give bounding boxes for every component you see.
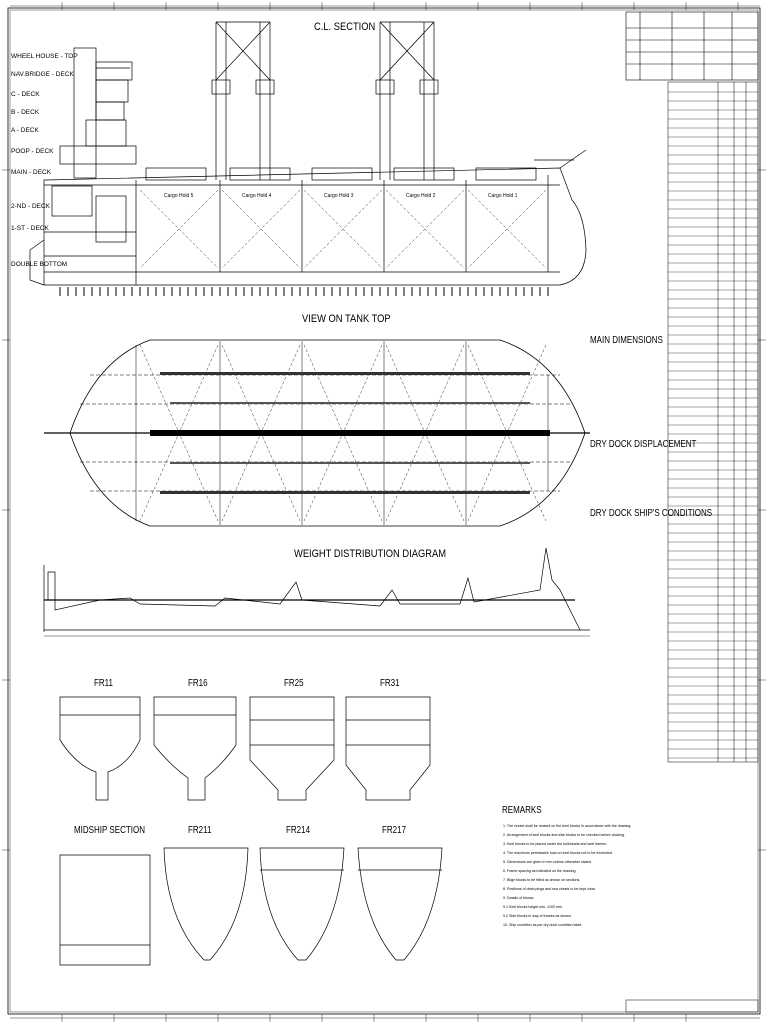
remark-line: 6. Frame spacing as indicated on the dra… [503, 869, 577, 873]
tank-top-title: VIEW ON TANK TOP [302, 313, 391, 325]
cargo-hold-1-label: Cargo Hold 1 [488, 193, 518, 199]
side-ruler-ticks [2, 169, 766, 851]
cl-section-title: C.L. SECTION [314, 21, 376, 33]
remarks-title: REMARKS [502, 805, 542, 816]
section-label-fr214: FR214 [286, 825, 311, 836]
cargo-hold-5-label: Cargo Hold 5 [164, 193, 194, 199]
cargo-hold-4-label: Cargo Hold 4 [242, 193, 272, 199]
cl-section-profile [29, 21, 587, 286]
section-label-fr217: FR217 [382, 825, 407, 836]
frame-sections-top-row [59, 696, 431, 801]
deck-label-wheelhouse: WHEEL HOUSE - TOP [11, 53, 78, 60]
deck-label-b: B - DECK [11, 109, 40, 116]
weight-diagram-title: WEIGHT DISTRIBUTION DIAGRAM [294, 548, 447, 560]
stamp-area [625, 999, 759, 1013]
deck-label-double-bottom: DOUBLE BOTTOM [11, 261, 68, 268]
remark-line: 5. Dimensions are given in mm unless oth… [503, 860, 592, 864]
remark-line: 10. Ship condition as per dry dock condi… [503, 923, 583, 927]
sheet-border [7, 7, 761, 1015]
remark-line: 9.1 Keel blocks height min. 1200 mm. [503, 905, 563, 909]
section-label-fr16: FR16 [188, 678, 208, 689]
deck-label-poop: POOP - DECK [11, 148, 54, 155]
remark-line: 3. Keel blocks to be placed under the bu… [503, 842, 608, 846]
frame-sections-bottom-row [59, 847, 443, 966]
remark-line: 2. Arrangement of keel blocks and side b… [503, 833, 626, 837]
main-dimensions-title: MAIN DIMENSIONS [590, 335, 663, 346]
cargo-hold-3-label: Cargo Hold 3 [324, 193, 354, 199]
section-label-fr11: FR11 [94, 678, 113, 689]
deck-label-2nd: 2-ND - DECK [11, 203, 51, 210]
deck-label-navbridge: NAV.BRIDGE - DECK [11, 71, 74, 78]
remark-line: 9.2 Side blocks in way of frames as show… [503, 914, 572, 918]
remark-line: 9. Details of blocks: [503, 896, 535, 900]
remark-line: 8. Positions of drain plugs and sea ches… [503, 887, 596, 891]
bottom-ruler [10, 1014, 760, 1022]
keel-blocks-profile [59, 287, 549, 296]
section-label-midship: MIDSHIP SECTION [74, 825, 145, 836]
weight-table-grid [667, 81, 759, 763]
top-ruler [10, 2, 760, 10]
remark-line: 4. The maximum permissible load on keel … [503, 851, 614, 855]
remarks-list: 1. The vessel shall be docked on the kee… [503, 822, 743, 930]
dry-dock-conditions-title: DRY DOCK SHIP'S CONDITIONS [590, 508, 713, 519]
dry-dock-displacement-title: DRY DOCK DISPLACEMENT [590, 439, 697, 450]
deck-label-a: A - DECK [11, 127, 39, 134]
remark-line: 7. Bilge blocks to be fitted as shown on… [503, 878, 581, 882]
cargo-hold-2-label: Cargo Hold 2 [406, 193, 436, 199]
remark-line: 1. The vessel shall be docked on the kee… [503, 824, 632, 828]
deck-label-1st: 1-ST - DECK [11, 225, 49, 232]
title-block [625, 11, 759, 81]
section-label-fr211: FR211 [188, 825, 212, 836]
weight-distribution-diagram [43, 547, 590, 637]
section-label-fr25: FR25 [284, 678, 304, 689]
tank-top-blocks [150, 372, 550, 494]
section-label-fr31: FR31 [380, 678, 400, 689]
deck-label-main: MAIN - DECK [11, 169, 52, 176]
deck-label-c: C - DECK [11, 91, 40, 98]
weight-table-rows [668, 91, 758, 759]
